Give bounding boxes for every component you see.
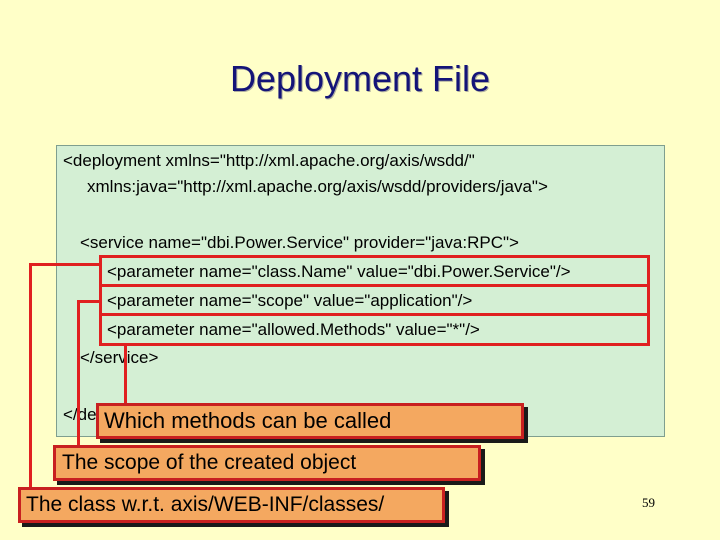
code-line-deployment-open: <deployment xmlns="http://xml.apache.org… — [63, 151, 475, 170]
note-class-text: The class w.r.t. axis/WEB-INF/classes/ — [26, 493, 385, 516]
code-box: <deployment xmlns="http://xml.apache.org… — [56, 145, 665, 437]
code-line-service-open: <service name="dbi.Power.Service" provid… — [80, 233, 519, 252]
highlight-classname — [99, 255, 650, 287]
code-line-service-close: </service> — [80, 348, 159, 367]
connector-scope-vertical — [77, 300, 80, 450]
code-line-param-methods: <parameter name="allowed.Methods" value=… — [107, 320, 480, 339]
slide-title: Deployment File — [229, 58, 491, 99]
page-number: 59 — [642, 495, 655, 510]
note-which-methods-text: Which methods can be called — [104, 408, 392, 433]
highlight-methods — [99, 313, 650, 346]
code-line-param-classname: <parameter name="class.Name" value="dbi.… — [107, 262, 571, 281]
connector-methods-vertical — [124, 344, 127, 406]
connector-class-vertical — [29, 263, 32, 491]
note-scope-text: The scope of the created object — [62, 451, 357, 474]
note-class: The class w.r.t. axis/WEB-INF/classes/ — [18, 487, 445, 523]
code-line-param-scope: <parameter name="scope" value="applicati… — [107, 291, 473, 310]
connector-class-horizontal — [29, 263, 101, 266]
note-scope: The scope of the created object — [53, 445, 481, 481]
highlight-scope — [99, 284, 650, 316]
code-line-xmlns-java: xmlns:java="http://xml.apache.org/axis/w… — [87, 177, 548, 196]
connector-scope-horizontal — [77, 300, 101, 303]
note-which-methods: Which methods can be called — [96, 403, 524, 439]
